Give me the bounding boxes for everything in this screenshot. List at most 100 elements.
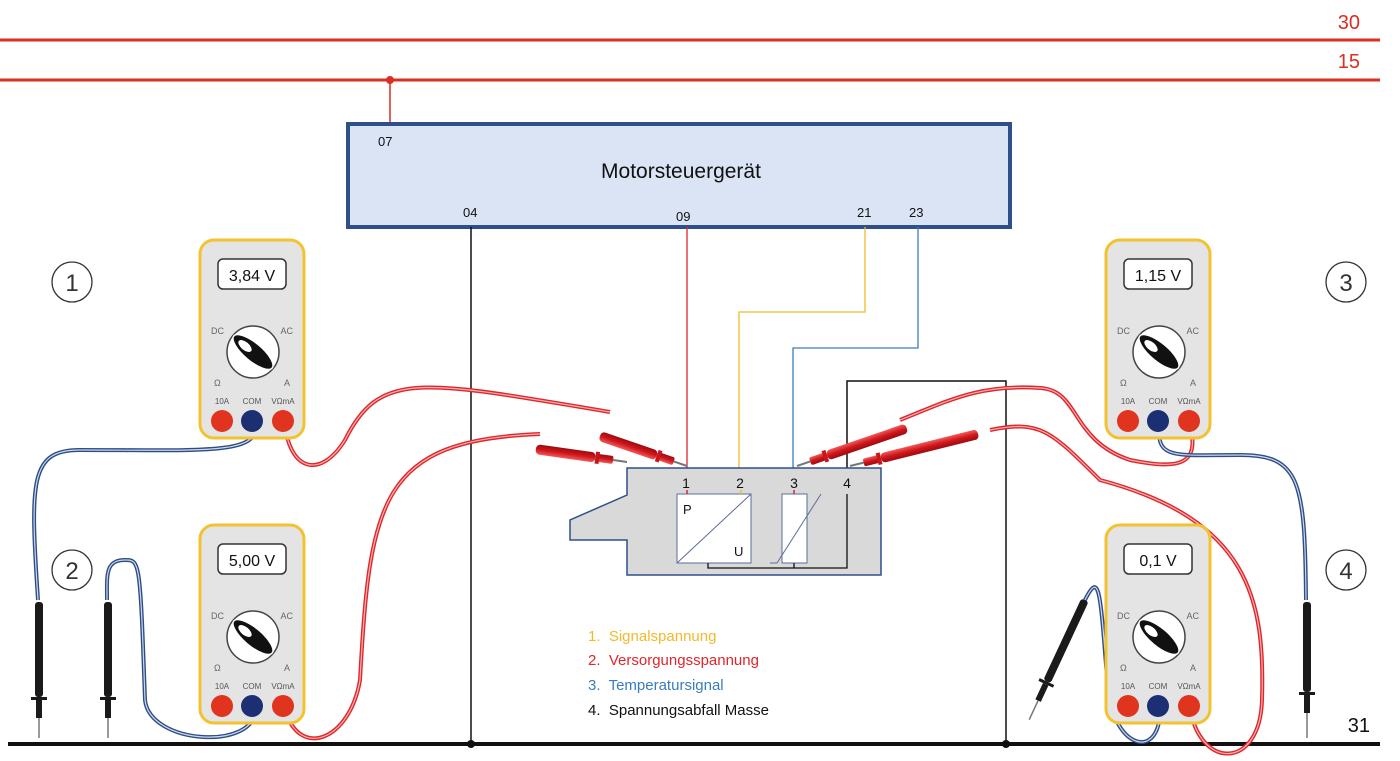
- meter-label-dc: DC: [1117, 611, 1130, 621]
- red-leads: [283, 385, 1265, 756]
- meter-label-ac: AC: [280, 326, 293, 336]
- measurement-number-4: 4: [1325, 549, 1367, 591]
- terminal-30-label: 30: [1338, 12, 1360, 34]
- meter-label-amp: A: [1190, 663, 1196, 673]
- jack-label-10a: 10A: [1121, 397, 1136, 406]
- jack-label-com: COM: [243, 397, 262, 406]
- meter-label-ac: AC: [1186, 611, 1199, 621]
- black-probes: [31, 599, 1315, 738]
- selector-dial[interactable]: [1132, 325, 1186, 379]
- meter-reading: 1,15 V: [1135, 268, 1182, 285]
- meter-label-ac: AC: [1186, 326, 1199, 336]
- pressure-label: P: [683, 502, 692, 517]
- ecu-pin-07: 07: [378, 134, 392, 149]
- pressure-diagonal: [676, 493, 752, 564]
- red-probes: [535, 424, 979, 467]
- voltage-label: U: [734, 544, 743, 559]
- jack-10a[interactable]: [1117, 410, 1139, 432]
- jack-com[interactable]: [1147, 410, 1169, 432]
- lead-meter2-red: [283, 432, 541, 741]
- jack-label-v: VΩmA: [271, 682, 295, 691]
- legend: 1. Signalspannung 2. Versorgungsspannung…: [588, 628, 769, 719]
- probe-black-1: [31, 602, 47, 738]
- sensor-pin-2: 2: [736, 475, 744, 491]
- jack-v[interactable]: [272, 695, 294, 717]
- ground-junction-left: [467, 740, 475, 748]
- jack-10a[interactable]: [1117, 695, 1139, 717]
- probe-red-2: [535, 444, 628, 465]
- sensor-pin-3: 3: [790, 475, 798, 491]
- meter-label-ac: AC: [280, 611, 293, 621]
- meter-label-ohm: Ω: [1120, 663, 1127, 673]
- ecu-pin-09: 09: [676, 209, 690, 224]
- measurement-number-2: 2: [51, 549, 93, 591]
- terminal-15-label: 15: [1338, 51, 1360, 73]
- jack-com[interactable]: [1147, 695, 1169, 717]
- meter-label-amp: A: [284, 663, 290, 673]
- jack-v[interactable]: [1178, 410, 1200, 432]
- legend-item-supply: 2. Versorgungsspannung: [588, 652, 759, 669]
- selector-dial[interactable]: [226, 325, 280, 379]
- ground-junction-right: [1002, 740, 1010, 748]
- wire-signal-21: [738, 227, 866, 468]
- jack-com[interactable]: [241, 695, 263, 717]
- jack-label-10a: 10A: [215, 682, 230, 691]
- meter-label-ohm: Ω: [214, 378, 221, 388]
- ecu-pin-21: 21: [857, 205, 871, 220]
- jack-label-10a: 10A: [215, 397, 230, 406]
- selector-dial[interactable]: [226, 610, 280, 664]
- sensor-pin-1: 1: [682, 475, 690, 491]
- probe-red-3: [796, 424, 908, 467]
- jack-10a[interactable]: [211, 410, 233, 432]
- meter-label-ohm: Ω: [1120, 378, 1127, 388]
- svg-text:1: 1: [65, 270, 78, 297]
- jack-v[interactable]: [272, 410, 294, 432]
- jack-10a[interactable]: [211, 695, 233, 717]
- sensor-pin-4: 4: [843, 475, 851, 491]
- meter-display: [1123, 543, 1193, 575]
- multimeter-3: 1,15 V DC AC Ω A 10A COM VΩmA: [1104, 238, 1212, 440]
- legend-item-signal: 1. Signalspannung: [588, 628, 716, 645]
- wire-ground-sensor: [846, 380, 1007, 744]
- selector-dial[interactable]: [1132, 610, 1186, 664]
- jack-label-10a: 10A: [1121, 682, 1136, 691]
- meter-label-amp: A: [1190, 378, 1196, 388]
- ecu-title: Motorsteuergerät: [601, 160, 761, 183]
- jack-label-v: VΩmA: [1177, 682, 1201, 691]
- svg-text:4: 4: [1339, 558, 1352, 585]
- legend-item-temperature: 3. Temperatursignal: [588, 677, 724, 694]
- legend-item-ground-drop: 4. Spannungsabfall Masse: [588, 702, 769, 719]
- jack-label-com: COM: [243, 682, 262, 691]
- measurement-number-1: 1: [51, 261, 93, 303]
- jack-v[interactable]: [1178, 695, 1200, 717]
- internal-ground: [707, 494, 848, 569]
- ntc-slash: [770, 493, 822, 564]
- terminal-31-label: 31: [1348, 715, 1370, 737]
- ecu-box: [346, 122, 1012, 229]
- junction-dot: [386, 76, 394, 84]
- svg-text:2: 2: [65, 558, 78, 585]
- probe-black-4: [1028, 599, 1088, 720]
- meter-label-dc: DC: [1117, 326, 1130, 336]
- meter-display: [217, 543, 287, 575]
- temperature-element: [781, 493, 808, 564]
- probe-black-3: [1299, 602, 1315, 738]
- meter-label-amp: A: [284, 378, 290, 388]
- jack-label-com: COM: [1149, 682, 1168, 691]
- probe-red-4: [849, 430, 979, 467]
- measurement-number-3: 3: [1325, 261, 1367, 303]
- svg-text:3: 3: [1339, 270, 1352, 297]
- ecu-pin-23: 23: [909, 205, 923, 220]
- jack-com[interactable]: [241, 410, 263, 432]
- meter-label-dc: DC: [211, 611, 224, 621]
- meter-display: [1123, 258, 1193, 290]
- wire-temp-23: [792, 227, 919, 468]
- meter-display: [217, 258, 287, 290]
- jack-label-com: COM: [1149, 397, 1168, 406]
- probe-red-1: [599, 432, 688, 467]
- jack-label-v: VΩmA: [1177, 397, 1201, 406]
